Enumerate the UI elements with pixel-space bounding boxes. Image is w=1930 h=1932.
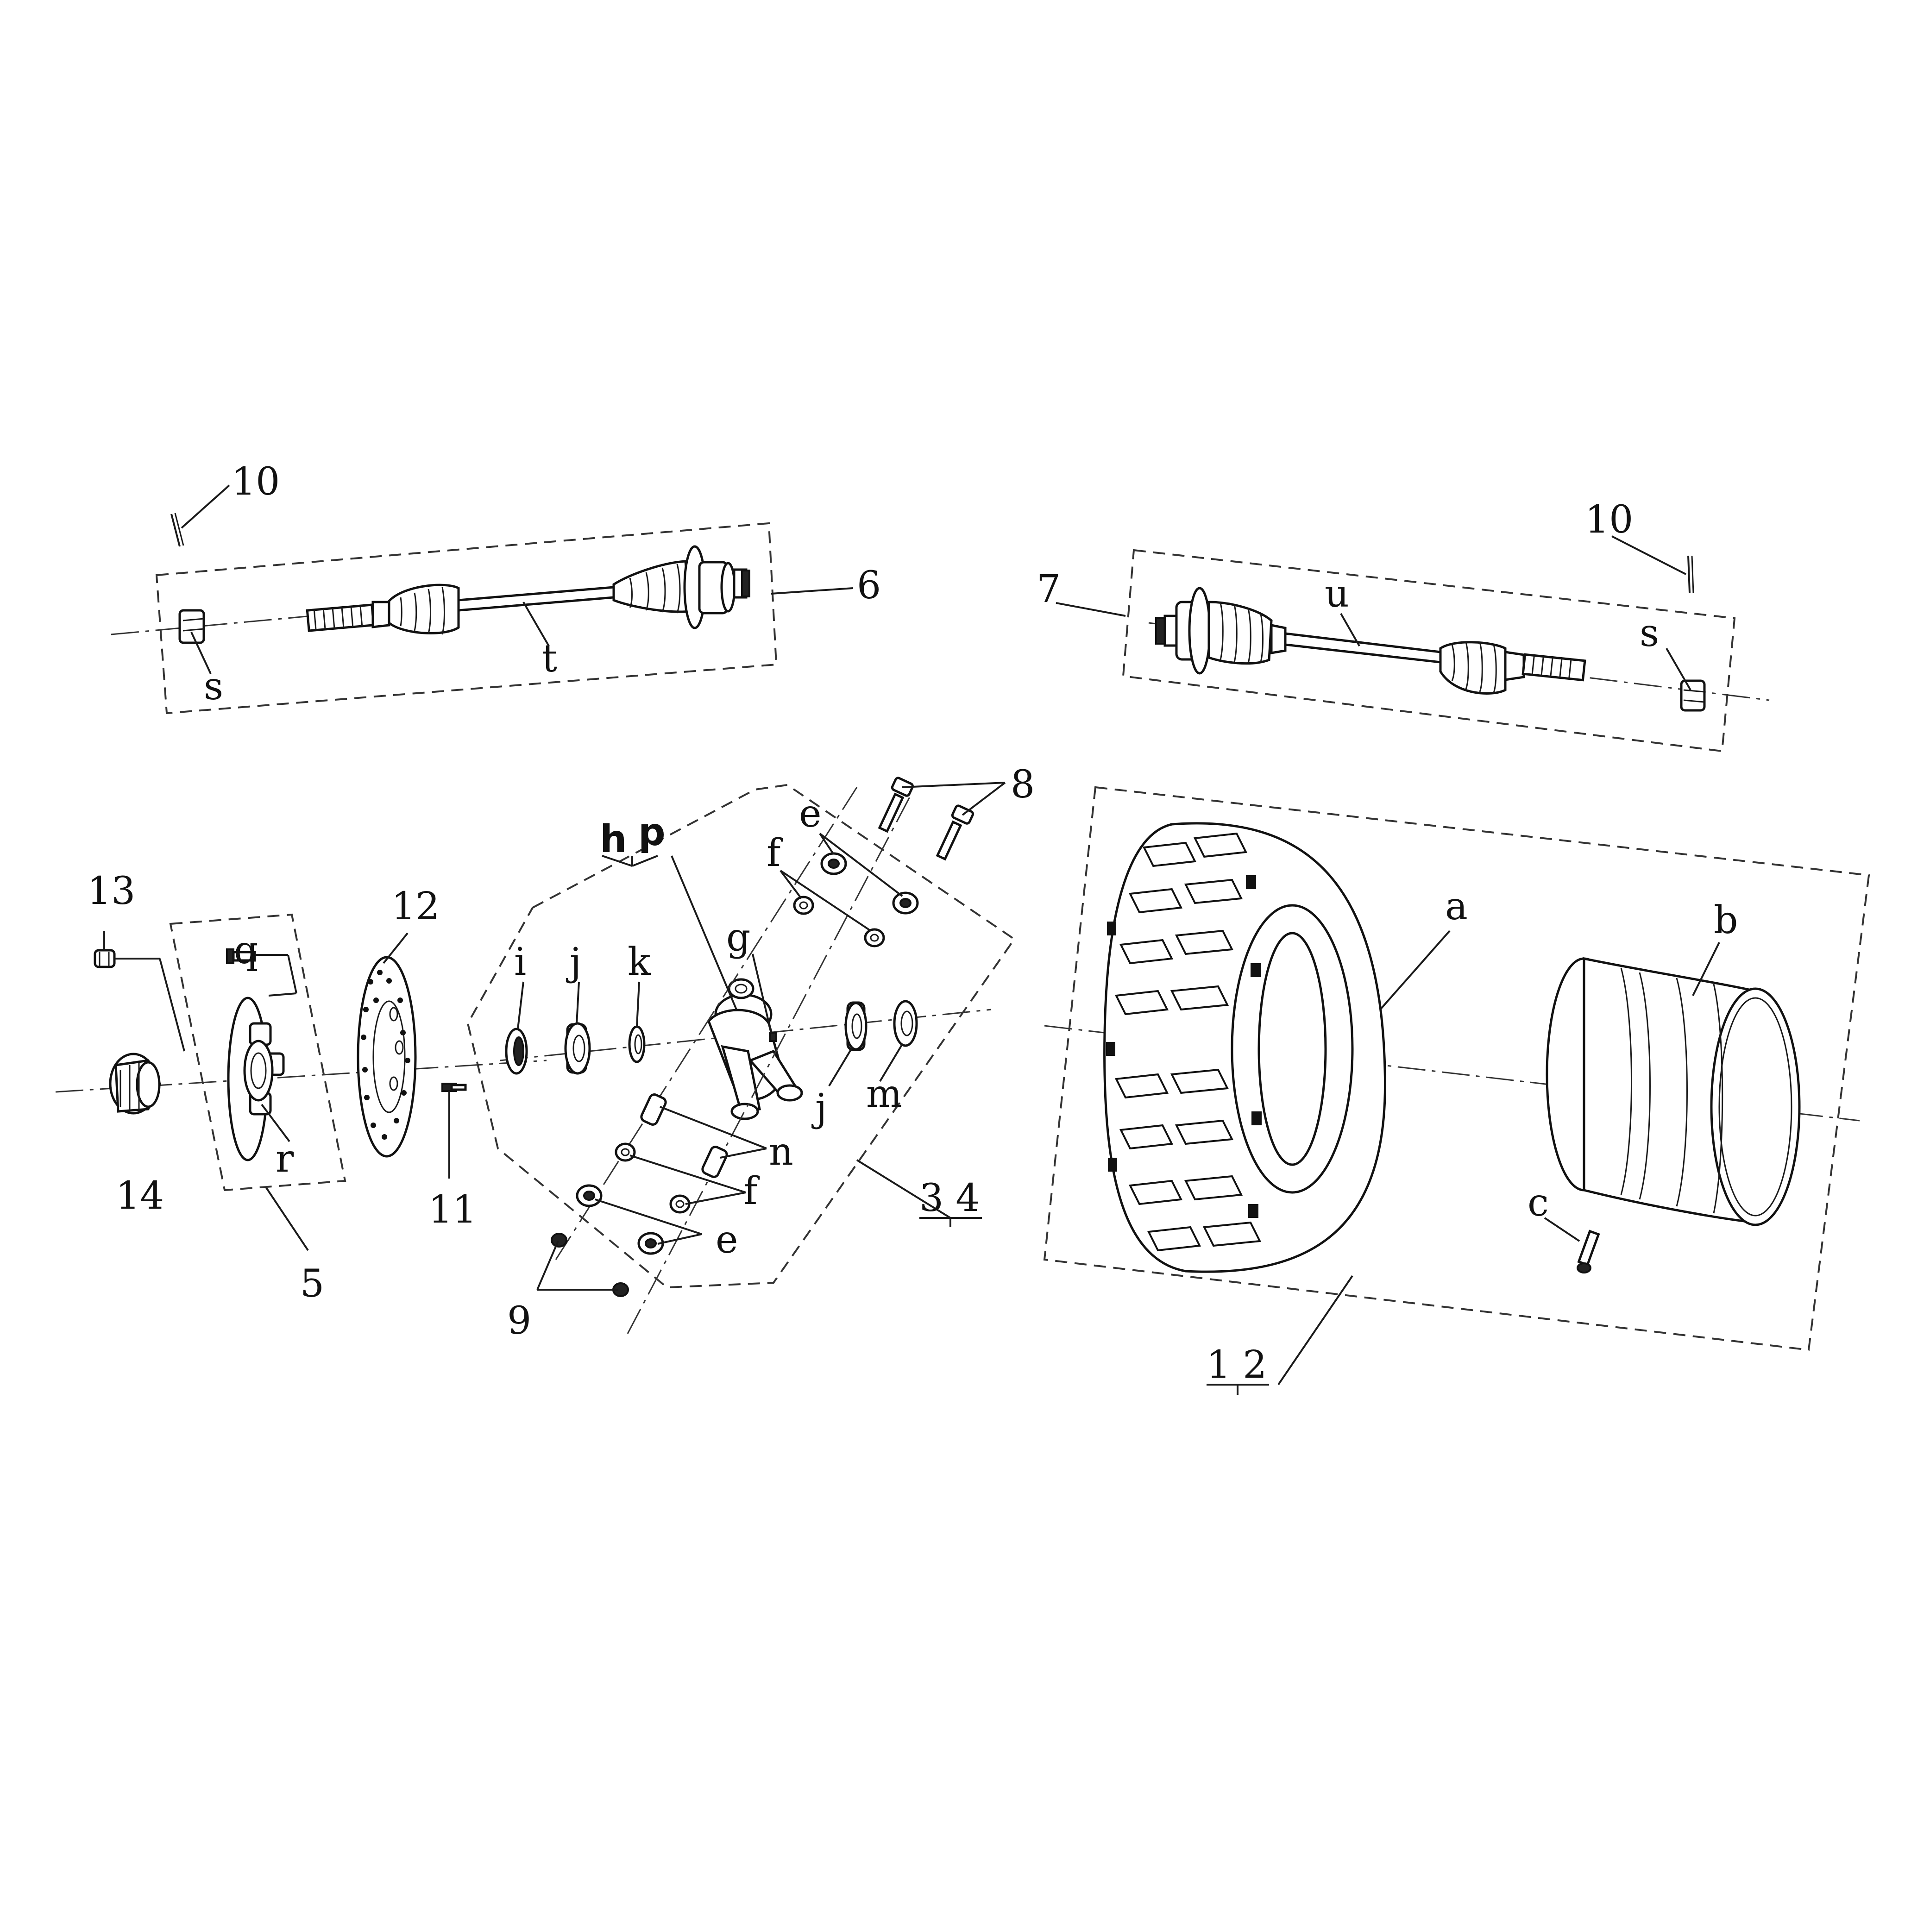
callout-8: 8 [1011, 763, 1035, 807]
cotter-pin-10-left [170, 514, 181, 547]
group-box-6 [155, 522, 778, 715]
callout-u: u [1325, 572, 1349, 616]
sleeve-n-2 [701, 1146, 728, 1178]
washer-e-lower-2 [637, 1232, 664, 1255]
group-box-5 [169, 913, 346, 1192]
leader-lines [103, 484, 1720, 1395]
callout-e-upper: e [799, 792, 822, 836]
washer-e-upper-1 [820, 852, 847, 875]
cotter-pin-10-right [1687, 555, 1691, 593]
callout-k: k [628, 940, 651, 984]
lug-nut-13 [94, 949, 116, 968]
callout-12: 12 [391, 884, 440, 928]
bushing-f-lower-1 [615, 1142, 636, 1162]
callout-g: g [726, 916, 751, 960]
callout-6: 6 [857, 564, 881, 608]
seal-m [893, 1000, 918, 1047]
callout-13: 13 [87, 869, 135, 913]
group-box-7 [1122, 549, 1736, 753]
bolt-8-lower [936, 804, 974, 861]
knuckle-group-3-4 [466, 777, 1016, 1334]
callout-10-right: 10 [1585, 498, 1633, 542]
sleeve-n-1 [640, 1093, 667, 1126]
callout-9: 9 [507, 1299, 531, 1343]
callout-f-lower: f [743, 1169, 760, 1213]
callout-3-4: 3 4 [919, 1176, 980, 1220]
bearing-j-right [844, 1001, 868, 1051]
wheel-stud-q [226, 948, 256, 964]
washer-e-upper-2 [892, 891, 919, 915]
callout-7: 7 [1037, 567, 1061, 611]
steering-knuckle-hp [707, 978, 803, 1120]
callout-b: b [1714, 898, 1738, 942]
callout-labels: 10 6 7 10 s t u s 8 e f h p g 13 12 q i … [87, 460, 1738, 1387]
wheel-rim-b [1546, 957, 1801, 1226]
brake-disc-12 [357, 956, 417, 1158]
wheel-group-1-2 [1043, 786, 1870, 1351]
callout-s-right: s [1640, 611, 1659, 655]
castle-nut-s-right [1680, 679, 1706, 712]
disc-bolt-11 [441, 1083, 467, 1092]
callout-h: h [600, 817, 627, 861]
callout-p: p [638, 810, 666, 854]
drive-shaft-u [1155, 587, 1586, 695]
wheel-hub-r [227, 997, 285, 1161]
drive-shaft-t [306, 545, 750, 635]
callout-t: t [542, 637, 557, 681]
drive-shaft-7-group [1122, 549, 1770, 753]
callout-m: m [866, 1072, 902, 1116]
tire-a [1103, 822, 1386, 1273]
hub-group-5 [55, 913, 547, 1192]
bushing-f-upper-1 [793, 896, 814, 915]
callout-f-upper: f [767, 831, 783, 875]
grease-fitting-g [769, 1032, 777, 1042]
callout-11: 11 [428, 1188, 477, 1232]
nut-9-1 [551, 1233, 567, 1248]
spacer-k [628, 1025, 646, 1063]
callout-r: r [276, 1137, 294, 1181]
callout-n: n [769, 1130, 793, 1174]
valve-stem-c [1577, 1229, 1600, 1273]
callout-1-2: 1 2 [1207, 1343, 1267, 1387]
bushing-f-upper-2 [864, 928, 885, 947]
callout-10-left: 10 [232, 460, 280, 504]
group-box-3-4 [466, 784, 1016, 1289]
drive-shaft-6-group [111, 513, 778, 715]
callout-j-right: j [811, 1086, 827, 1130]
seal-i [505, 1028, 528, 1075]
washer-e-lower-1 [576, 1184, 603, 1207]
bearing-j-left [564, 1022, 591, 1075]
bolt-8-upper [878, 777, 914, 833]
hub-nut-14 [109, 1053, 161, 1115]
callout-i: i [514, 940, 526, 984]
callout-q: q [234, 928, 258, 972]
callout-s-left: s [204, 665, 223, 709]
callout-c: c [1528, 1181, 1549, 1225]
callout-14: 14 [116, 1174, 164, 1218]
group-box-1-2 [1043, 786, 1870, 1351]
callout-a: a [1445, 884, 1468, 928]
callout-5: 5 [300, 1262, 324, 1306]
castle-nut-s-left [178, 609, 205, 644]
callout-e-lower: e [716, 1218, 738, 1262]
callout-j-left: j [566, 940, 581, 984]
